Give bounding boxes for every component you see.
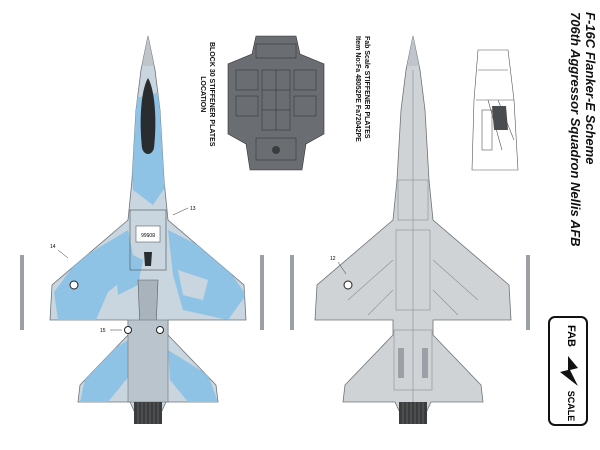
roundel-wing: [69, 280, 79, 290]
logo-bottom-text: SCALE: [566, 391, 576, 422]
block-line-2: LOCATION: [199, 76, 206, 113]
fab-scale-logo: FAB SCALE: [548, 316, 588, 426]
underside-view-aircraft: 12: [290, 35, 530, 424]
spine-panel: [129, 209, 167, 271]
roundel-stab-right: [156, 326, 164, 334]
wingtip-missile-right: [260, 255, 264, 330]
title-line-2: 706th Aggressor Squadron Nellis AFB: [568, 12, 583, 247]
wingtip-missile-left: [20, 255, 24, 330]
exhaust-nozzle-under: [399, 402, 427, 424]
stiffener-line-2: Item No:Fa 48052PE Fa72042PE: [354, 36, 361, 142]
stiffener-plates-label: Fab Scale STIFFENER PLATES Item No:Fa 48…: [353, 36, 371, 142]
exhaust-nozzle: [134, 402, 162, 424]
ventral-fin: [398, 348, 404, 378]
callout-15: 15: [100, 328, 106, 334]
stiffener-diagram: [227, 35, 325, 171]
nose-cone-under: [407, 36, 419, 66]
nose-cone: [142, 36, 154, 66]
tail-detail: [144, 252, 152, 266]
callout-13: 13: [190, 206, 196, 212]
top-view-aircraft: 80566 13 14 15: [20, 35, 264, 424]
wingtip-missile-left-under: [290, 255, 294, 330]
panel-lines: [347, 70, 479, 402]
side-detail-drawing: [471, 49, 519, 171]
block-line-1: BLOCK 30 STIFFENER PLATES: [208, 42, 215, 147]
serial-number: 80566: [141, 231, 155, 237]
wingtip-missile-right-under: [526, 255, 530, 330]
callout-14: 14: [50, 244, 56, 250]
center-box: [135, 225, 161, 243]
ventral-fin-2: [422, 348, 428, 378]
roundel-stab-left: [124, 326, 132, 334]
lightning-bolt-icon: [560, 356, 578, 386]
stiffener-line-1: Fab Scale STIFFENER PLATES: [363, 36, 370, 139]
callout-12: 12: [330, 256, 336, 262]
canopy: [140, 78, 156, 154]
roundel-under: [343, 280, 353, 290]
sheet-title: F-16C Flanker-E Scheme 706th Aggressor S…: [568, 12, 598, 247]
logo-top-text: FAB: [565, 325, 577, 347]
block30-label: BLOCK 30 STIFFENER PLATES LOCATION: [198, 42, 216, 147]
title-line-1: F-16C Flanker-E Scheme: [583, 12, 598, 165]
